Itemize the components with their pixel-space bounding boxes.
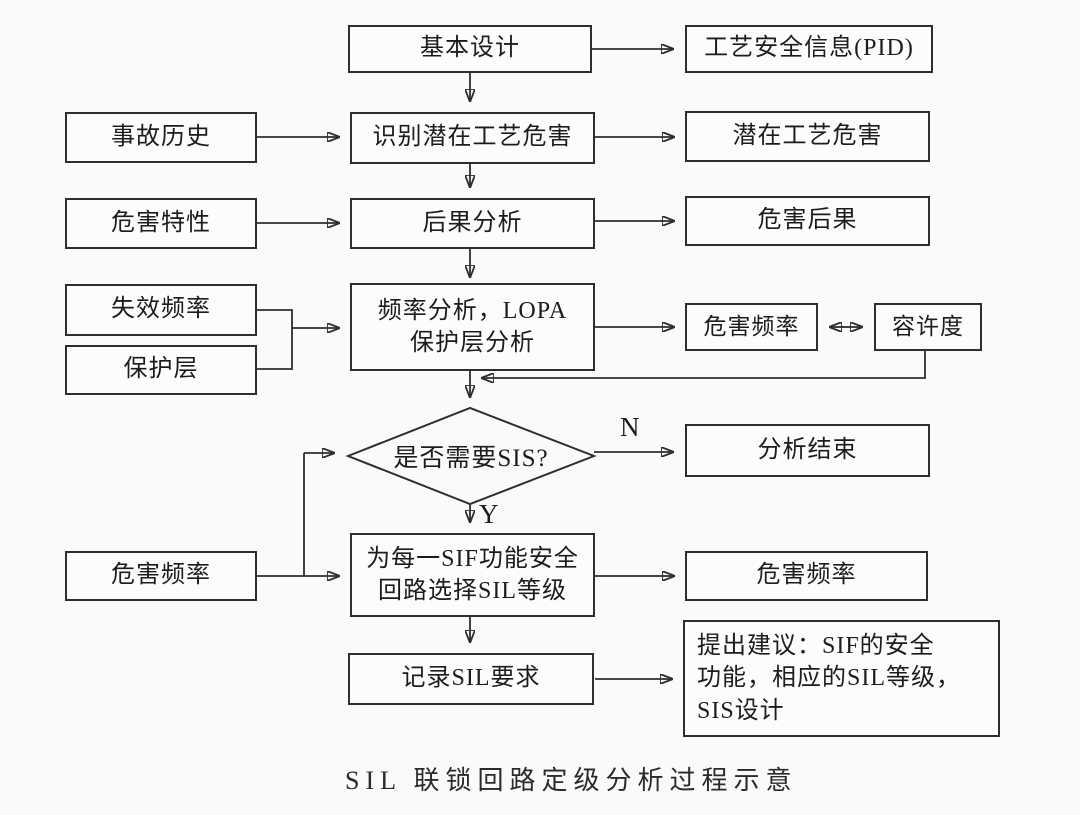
- node-protection-layer: 保护层: [65, 345, 257, 395]
- node-label: 识别潜在工艺危害: [372, 124, 573, 151]
- node-label-line1: 提出建议：SIF的安全: [697, 632, 935, 659]
- node-analysis-end: 分析结束: [685, 424, 930, 477]
- node-label: 容许度: [892, 314, 964, 340]
- node-label: 分析结束: [757, 436, 858, 463]
- node-process-safety-info: 工艺安全信息(PID): [685, 25, 933, 73]
- node-label: 后果分析: [422, 209, 523, 236]
- node-label: 事故历史: [111, 123, 211, 150]
- node-label: 危害频率: [703, 314, 800, 340]
- node-hazard-frequency-left: 危害频率: [65, 551, 257, 601]
- node-label: 危害频率: [756, 562, 857, 589]
- node-label: 保护层: [123, 356, 199, 383]
- node-failure-frequency: 失效频率: [65, 284, 257, 336]
- node-hazard-consequence: 危害后果: [685, 196, 930, 246]
- node-label-line3: SIS设计: [697, 697, 785, 724]
- node-decision-sis: 是否需要SIS?: [360, 430, 582, 482]
- node-label: 是否需要SIS?: [393, 445, 549, 472]
- node-hazard-frequency-mid: 危害频率: [685, 303, 818, 351]
- node-hazard-frequency-right: 危害频率: [685, 551, 928, 601]
- node-label: 危害频率: [111, 562, 211, 589]
- node-tolerance: 容许度: [874, 303, 982, 351]
- node-label: 工艺安全信息(PID): [704, 35, 914, 62]
- node-potential-hazards: 潜在工艺危害: [685, 111, 930, 162]
- decision-diamond-shape: [345, 406, 597, 506]
- node-label-line2: 功能，相应的SIL等级，: [697, 665, 961, 692]
- edge-bracket-failfreq-protlayer: [257, 309, 293, 370]
- node-recommendation: 提出建议：SIF的安全 功能，相应的SIL等级， SIS设计: [683, 620, 1000, 737]
- node-hazard-characteristics: 危害特性: [65, 198, 257, 249]
- node-lopa: 频率分析，LOPA 保护层分析: [350, 283, 595, 371]
- node-label-line1: 为每一SIF功能安全: [366, 545, 579, 572]
- node-basic-design: 基本设计: [348, 25, 592, 73]
- node-label: 失效频率: [111, 296, 211, 323]
- node-accident-history: 事故历史: [65, 112, 257, 163]
- node-label: 记录SIL要求: [401, 665, 541, 692]
- node-identify-hazards: 识别潜在工艺危害: [350, 112, 595, 164]
- node-label: 危害特性: [111, 209, 211, 236]
- node-label-line1: 频率分析，LOPA: [377, 297, 568, 324]
- node-select-sil: 为每一SIF功能安全 回路选择SIL等级: [350, 533, 595, 617]
- node-consequence-analysis: 后果分析: [350, 198, 595, 249]
- caption: SIL 联锁回路定级分析过程示意: [345, 766, 798, 795]
- node-record-sil: 记录SIL要求: [348, 653, 594, 705]
- node-label: 危害后果: [757, 207, 858, 234]
- edge-tolerance-feedback: [483, 351, 926, 378]
- edge-label-no: N: [620, 412, 640, 442]
- edge-label-yes: Y: [479, 499, 499, 529]
- node-label-line2: 保护层分析: [410, 330, 535, 356]
- node-label: 潜在工艺危害: [732, 122, 883, 149]
- node-label-line2: 回路选择SIL等级: [378, 578, 567, 604]
- node-label: 基本设计: [420, 35, 520, 62]
